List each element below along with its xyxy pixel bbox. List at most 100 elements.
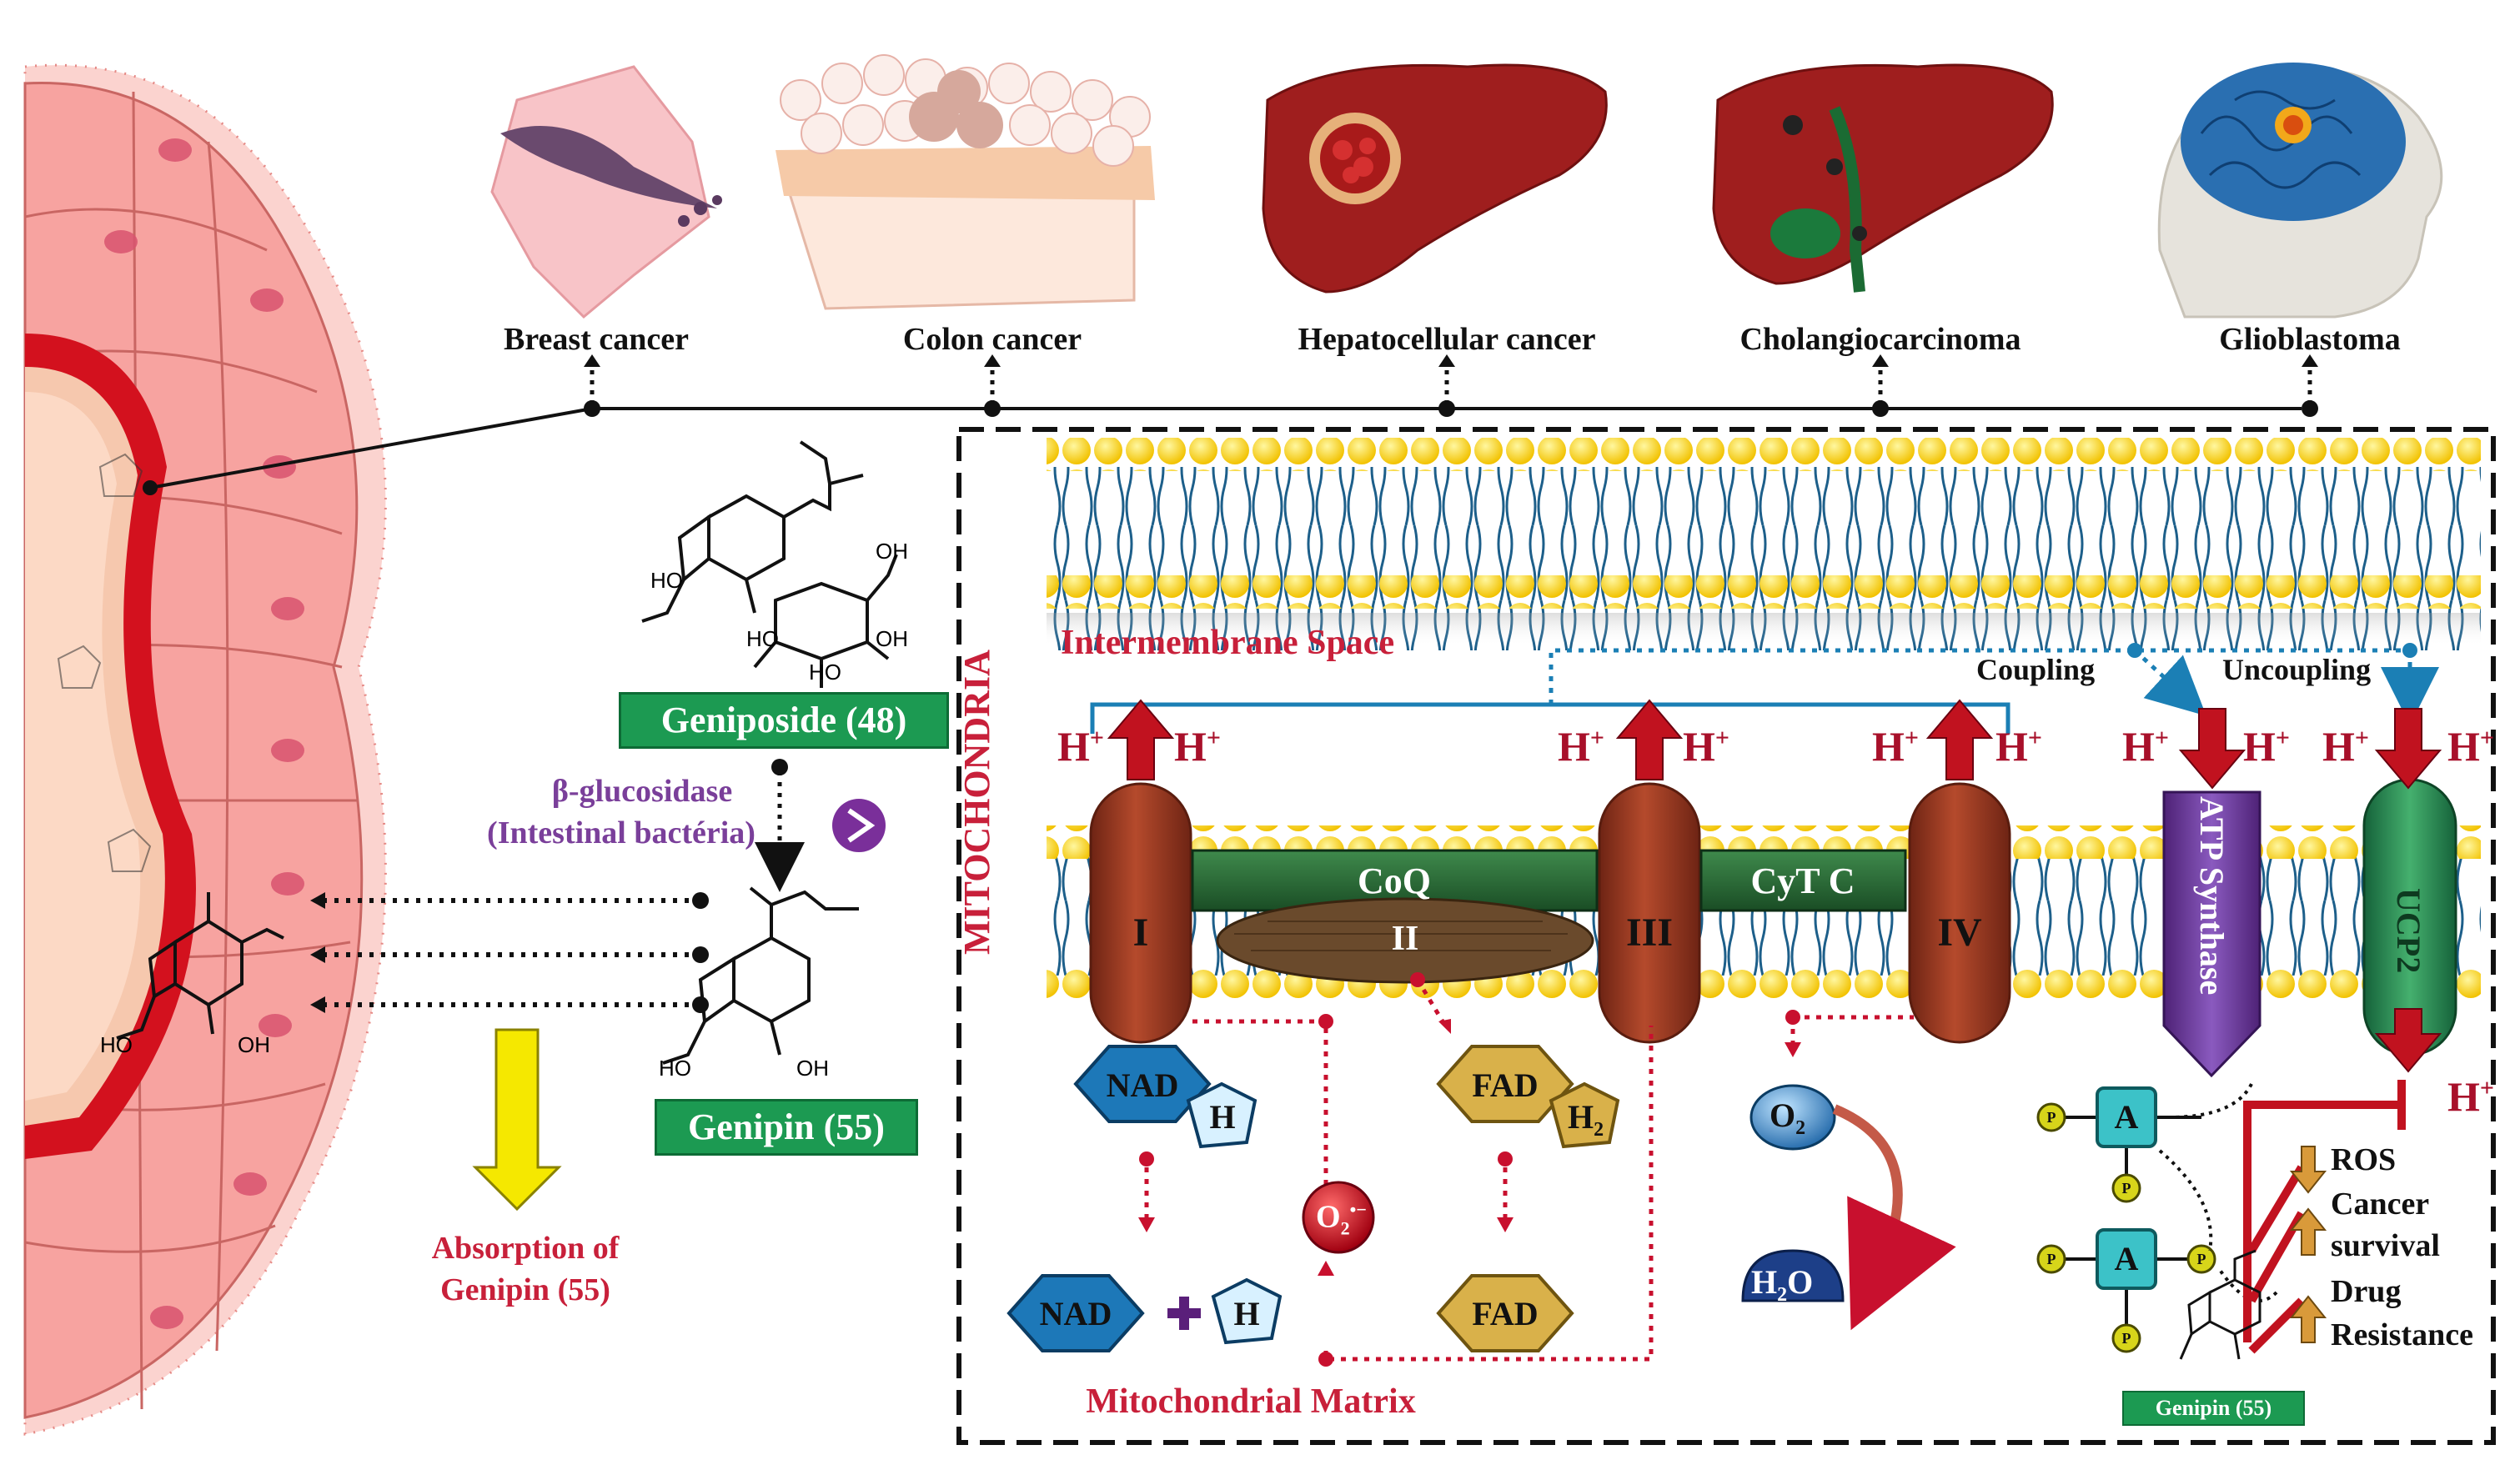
absorption-dotted-arrows (325, 898, 700, 1007)
adp-molecule (2036, 1228, 2216, 1353)
complex-IV-label: IV (1937, 911, 1982, 955)
geniposide-ho-bottom-left: HO (746, 626, 779, 651)
proton-label-matrix: H+ (2447, 1073, 2495, 1120)
ucp2-label: UCP2 (2390, 888, 2427, 974)
water-formation-arrow (1832, 1104, 1956, 1331)
mitochondrial-matrix-label: Mitochondrial Matrix (1086, 1382, 1416, 1421)
genipin-structure-small (2179, 1249, 2261, 1360)
cytc-label: CyT C (1750, 860, 1855, 901)
nadh-complex (1073, 1045, 1257, 1149)
intestinal-epithelium: HO OH (23, 63, 387, 1436)
effect-cancer: Cancer (2331, 1187, 2430, 1222)
adp-adenosine-label: A (2114, 1240, 2139, 1277)
proton-label-atp-b: H+ (2243, 723, 2291, 770)
bile-duct-liver-icon (1712, 63, 2054, 293)
proton-label-atp-a: H+ (2122, 723, 2170, 770)
proton-label-1b: H+ (1174, 723, 1222, 770)
bacteria-icon (832, 799, 886, 852)
complex-III (1598, 782, 1701, 1044)
oxygen-icon (1749, 1084, 1836, 1151)
geniposide-oh-right: OH (876, 626, 908, 651)
timeline-dotted-arrows (590, 367, 2312, 404)
fad-product-label: FAD (1472, 1295, 1539, 1332)
brain-tumor-icon (2157, 63, 2443, 319)
genipin-structure-absorbed (116, 892, 284, 1040)
liver-tumor-icon (1262, 63, 1608, 294)
geniposide-ho-bottom: HO (809, 660, 841, 685)
complex-II (1216, 897, 1594, 984)
nad-product-label: NAD (1039, 1295, 1112, 1332)
proton-label-3b: H+ (1683, 723, 1730, 770)
genipin-small-label-box: Genipin (55) (2122, 1391, 2305, 1426)
genipin-structure (662, 886, 859, 1065)
superoxide-icon (1302, 1181, 1375, 1254)
coq-label: CoQ (1358, 860, 1431, 901)
cytc-bar (1699, 849, 1907, 912)
complex-I-label: I (1132, 911, 1149, 955)
genipin-absorbed-oh-label: OH (238, 1032, 270, 1057)
cancer-label-cholangiocarcinoma: Cholangiocarcinoma (1739, 322, 2021, 357)
fadh2-h2-label: H2 (1568, 1098, 1604, 1141)
uncoupling-label: Uncoupling (2222, 653, 2372, 686)
absorption-label: Absorption of (431, 1231, 620, 1266)
timeline-nodes (584, 400, 2318, 417)
breast-tissue-icon (490, 65, 722, 319)
complex-I (1089, 782, 1192, 1044)
phosphate-label-4: P (2196, 1251, 2206, 1267)
complex-III-label: III (1625, 911, 1674, 955)
h-product-label: H (1233, 1295, 1260, 1332)
cancer-label-breast: Breast cancer (504, 322, 689, 357)
proton-label-4b: H+ (1995, 723, 2043, 770)
proton-label-3a: H+ (1558, 723, 1605, 770)
phosphate-label-3: P (2046, 1251, 2056, 1267)
proton-arrows-down (2178, 708, 2442, 1073)
complex-IV (1908, 782, 2011, 1044)
atp-cycle-arrows (2158, 1083, 2278, 1302)
genipin-ho-label: HO (659, 1056, 691, 1081)
coupling-label: Coupling (1976, 653, 2096, 686)
atp-adenosine-label: A (2114, 1098, 2139, 1136)
water-icon (1741, 1249, 1845, 1302)
proton-label-4a: H+ (1872, 723, 1920, 770)
fad-product (1436, 1274, 1574, 1352)
atp-synthase (2162, 790, 2261, 1078)
proton-label-1a: H+ (1057, 723, 1105, 770)
phosphate-label-1: P (2046, 1109, 2056, 1126)
geniposide-label-box: Geniposide (48) (619, 692, 949, 749)
effect-ros: ROS (2331, 1142, 2397, 1177)
nadh-h-label: H (1209, 1098, 1236, 1136)
proton-label-ucp-b: H+ (2447, 723, 2495, 770)
genipin-label-box: Genipin (55) (655, 1099, 918, 1156)
outer-membrane (1047, 438, 2481, 650)
mitochondria-side-label: MITOCHONDRIA (956, 650, 997, 955)
geniposide-ho-left: HO (650, 568, 683, 593)
epithelium-connector-line (149, 407, 593, 489)
atp-synthase-label: ATP Synthase (2193, 796, 2231, 996)
atp-molecule (2036, 1086, 2201, 1203)
fadh2-complex (1436, 1045, 1620, 1149)
fad-label: FAD (1472, 1066, 1539, 1104)
enzyme-label: β-glucosidase (551, 774, 733, 809)
water-label: H2O (1751, 1263, 1814, 1306)
effect-drug: Drug (2331, 1274, 2402, 1309)
enzyme-source-label: (Intestinal bactéria) (487, 815, 755, 850)
absorption-arrow (472, 1028, 562, 1212)
absorption-label-compound: Genipin (55) (440, 1272, 610, 1307)
proton-arrows-up (1107, 699, 1994, 780)
intermembrane-space-label: Intermembrane Space (1061, 624, 1395, 662)
nad-product (1006, 1274, 1283, 1352)
nad-label: NAD (1106, 1066, 1179, 1104)
effect-resistance: Resistance (2331, 1317, 2473, 1352)
genipin-oh-label: OH (796, 1056, 829, 1081)
complex-II-label: II (1391, 920, 1419, 958)
colon-tissue-icon (776, 54, 1155, 310)
genipin-absorbed-ho-label: HO (100, 1032, 133, 1057)
cancer-label-colon: Colon cancer (902, 322, 1082, 357)
effect-survival: survival (2331, 1228, 2440, 1263)
phosphate-label-2: P (2121, 1180, 2131, 1197)
oxygen-label: O2 (1770, 1096, 1806, 1139)
geniposide-structure (641, 440, 898, 688)
geniposide-oh-top: OH (876, 539, 908, 564)
superoxide-label: O2•− (1316, 1199, 1367, 1239)
